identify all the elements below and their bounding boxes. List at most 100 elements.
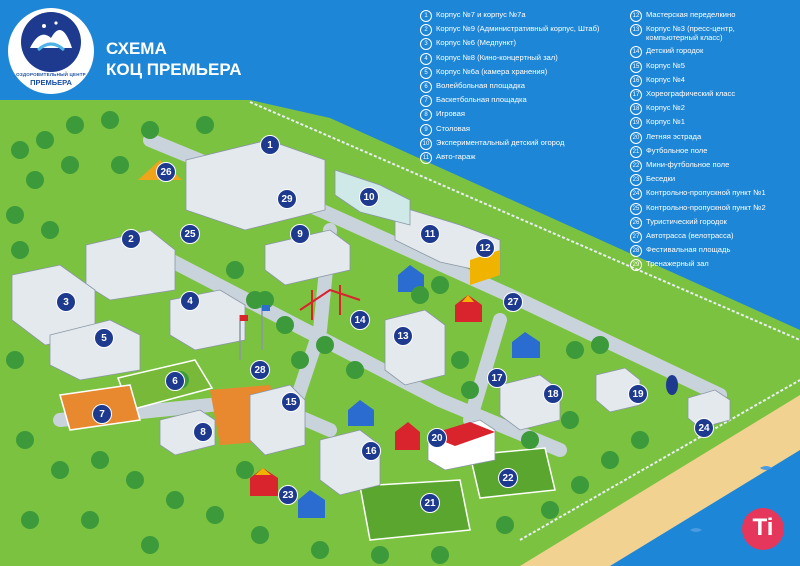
legend-label: Волейбольная площадка <box>436 81 525 90</box>
playground <box>299 285 361 320</box>
premiera-logo: ОЗДОРОВИТЕЛЬНЫЙ ЦЕНТР ПРЕМЬЕРА <box>8 8 94 94</box>
legend-item-9: 9 Столовая <box>420 123 470 136</box>
legend-label: Корпус №1 <box>646 117 685 127</box>
legend-number: 3 <box>420 38 432 51</box>
legend-label: Контрольно-пропускной пункт №1 <box>646 188 766 198</box>
map-marker-16[interactable]: 16 <box>361 441 381 461</box>
legend-number: 26 <box>630 216 642 229</box>
legend-number: 9 <box>420 123 432 136</box>
map-marker-13[interactable]: 13 <box>393 326 413 346</box>
map-marker-10[interactable]: 10 <box>359 187 379 207</box>
statue <box>666 375 678 395</box>
legend-label: Корпус №2 <box>646 103 685 113</box>
map-marker-26[interactable]: 26 <box>156 162 176 182</box>
legend-label: Экспериментальный детский огород <box>436 137 565 147</box>
legend-number: 23 <box>630 174 642 187</box>
legend-number: 25 <box>630 202 642 215</box>
legend-label: Корпус №7 и корпус №7а <box>436 10 526 19</box>
logo-subtitle: ОЗДОРОВИТЕЛЬНЫЙ ЦЕНТР <box>16 72 86 77</box>
map-marker-25[interactable]: 25 <box>180 224 200 244</box>
flag <box>240 315 248 321</box>
legend-label: Автотрасса (велотрасса) <box>646 231 734 240</box>
map-marker-9[interactable]: 9 <box>290 224 310 244</box>
logo-name: ПРЕМЬЕРА <box>30 78 72 87</box>
map-marker-23[interactable]: 23 <box>278 485 298 505</box>
houses <box>250 265 540 518</box>
map-marker-22[interactable]: 22 <box>498 468 518 488</box>
legend-number: 24 <box>630 188 642 201</box>
map-marker-7[interactable]: 7 <box>92 404 112 424</box>
map-marker-15[interactable]: 15 <box>281 392 301 412</box>
legend-item-24: 24 Контрольно-пропускной пункт №1 <box>630 188 766 201</box>
legend-number: 20 <box>630 131 642 144</box>
map-marker-17[interactable]: 17 <box>487 368 507 388</box>
legend-label: Корпус №3 (пресс-центр, компьютерный кла… <box>646 24 735 43</box>
legend-label: Баскетбольная площадка <box>436 95 527 105</box>
map-marker-29[interactable]: 29 <box>277 189 297 209</box>
legend-label: Летняя эстрада <box>646 131 702 141</box>
legend-number: 5 <box>420 66 432 79</box>
title-line-2: КОЦ ПРЕМЬЕРА <box>106 60 242 79</box>
trees <box>6 111 649 564</box>
legend-label: Столовая <box>436 123 470 133</box>
legend-label: Игровая <box>436 109 465 119</box>
map-marker-1[interactable]: 1 <box>260 135 280 155</box>
map-marker-11[interactable]: 11 <box>420 224 440 244</box>
map-marker-27[interactable]: 27 <box>503 292 523 312</box>
map-marker-18[interactable]: 18 <box>543 384 563 404</box>
legend-number: 15 <box>630 60 642 73</box>
map-marker-4[interactable]: 4 <box>180 291 200 311</box>
map-marker-5[interactable]: 5 <box>94 328 114 348</box>
legend-number: 13 <box>630 24 642 37</box>
map-marker-24[interactable]: 24 <box>694 418 714 438</box>
legend-number: 17 <box>630 89 642 101</box>
map-marker-12[interactable]: 12 <box>475 238 495 258</box>
map-marker-3[interactable]: 3 <box>56 292 76 312</box>
legend-label: Мастерская переделкино <box>646 10 736 19</box>
legend-number: 11 <box>420 152 432 164</box>
map-marker-8[interactable]: 8 <box>193 422 213 442</box>
legend-number: 28 <box>630 245 642 258</box>
legend-label: Корпус №8 (Кино-концертный зал) <box>436 52 558 62</box>
legend-number: 14 <box>630 46 642 59</box>
legend-number: 19 <box>630 117 642 130</box>
fish <box>760 466 772 470</box>
legend-number: 12 <box>630 10 642 22</box>
map-marker-20[interactable]: 20 <box>427 428 447 448</box>
legend-number: 2 <box>420 24 432 37</box>
legend-number: 29 <box>630 259 642 272</box>
legend-item-27: 27 Автотрасса (велотрасса) <box>630 231 734 243</box>
football-field <box>359 479 471 541</box>
map-marker-28[interactable]: 28 <box>250 360 270 380</box>
legend-number: 27 <box>630 231 642 243</box>
map-marker-21[interactable]: 21 <box>420 493 440 513</box>
page-title: СХЕМА КОЦ ПРЕМЬЕРА <box>106 38 241 80</box>
brand-badge: Ti <box>742 508 784 550</box>
logo-emblem <box>21 12 81 72</box>
legend-label: Беседки <box>646 174 676 184</box>
legend-label: Корпус №9 (Административный корпус, Штаб… <box>436 24 600 34</box>
legend-item-19: 19 Корпус №1 <box>630 117 685 130</box>
legend-label: Корпус №5 <box>646 60 685 70</box>
legend-label: Корпус №4 <box>646 74 685 84</box>
map-marker-19[interactable]: 19 <box>628 384 648 404</box>
map-marker-14[interactable]: 14 <box>350 310 370 330</box>
legend-number: 16 <box>630 74 642 87</box>
map-marker-2[interactable]: 2 <box>121 229 141 249</box>
legend-number: 21 <box>630 145 642 158</box>
map-marker-6[interactable]: 6 <box>165 371 185 391</box>
workshop-wall <box>470 250 500 285</box>
